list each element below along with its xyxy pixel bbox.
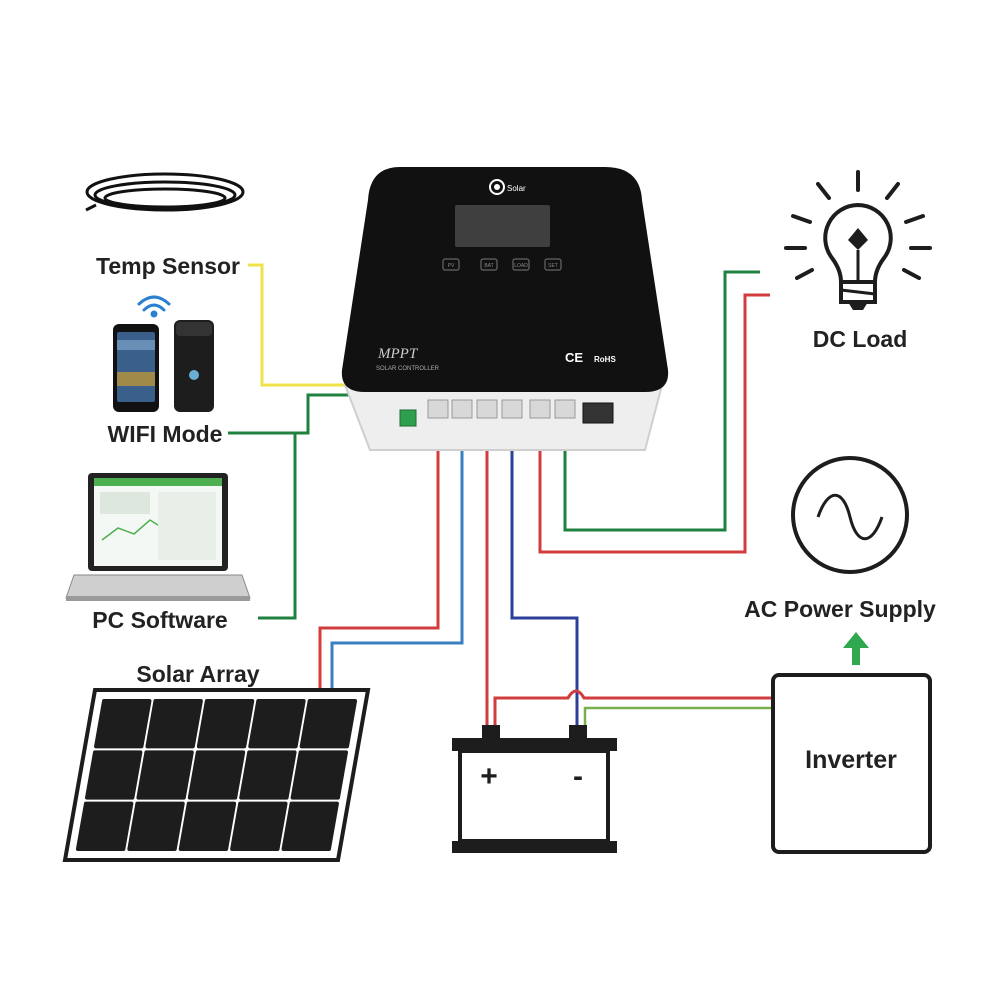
terminal-pv-positive[interactable] [427, 399, 449, 419]
laptop-icon [65, 473, 251, 601]
solar-cell [94, 699, 152, 749]
temp-sensor-cable-icon [85, 172, 245, 212]
light-bulb-icon [784, 170, 932, 310]
battery-lid [452, 738, 617, 751]
solar-cell [136, 750, 194, 800]
sun-logo-icon [489, 179, 505, 195]
up-arrow-icon [843, 632, 869, 665]
controller-screen [455, 205, 550, 247]
wifi-module-icon [174, 320, 214, 412]
controller-button[interactable]: BAT [480, 258, 498, 271]
solar-array: Solar Array [62, 661, 371, 862]
wifi-mode-label: WIFI Mode [108, 421, 223, 447]
solar-cell [299, 699, 358, 749]
controller-face [341, 167, 669, 392]
solar-cell [145, 699, 203, 749]
dc-load: DC Load [784, 170, 932, 352]
controller-model-text: MPPT [377, 346, 419, 362]
terminal-bat-negative[interactable] [501, 399, 523, 419]
solar-positive-wire [318, 425, 440, 690]
pc-software: PC Software [65, 473, 251, 633]
ce-mark: CE [565, 350, 583, 365]
temp-sensor-label: Temp Sensor [96, 253, 240, 279]
solar-cell [85, 750, 143, 800]
smartphone-icon [113, 324, 159, 412]
svg-text:LOAD: LOAD [514, 263, 528, 269]
inverter: Inverter [771, 673, 932, 854]
sine-wave-icon [816, 494, 884, 540]
terminal-load-negative[interactable] [529, 399, 551, 419]
temp-sensor-port[interactable] [399, 409, 417, 427]
solar-cell [248, 699, 306, 749]
controller-logo: Solar [489, 179, 526, 195]
controller-buttons: PV BAT LOAD SET [442, 258, 562, 271]
solar-cell [290, 750, 348, 800]
solar-negative-wire [330, 425, 464, 690]
terminal-pv-negative[interactable] [451, 399, 473, 419]
battery: + - [452, 725, 617, 853]
solar-cells [75, 699, 358, 851]
svg-text:PV: PV [448, 263, 455, 269]
battery-positive-post [482, 725, 500, 738]
wifi-mode: WIFI Mode [108, 295, 223, 447]
pc-software-wire [258, 433, 297, 620]
temp-sensor: Temp Sensor [85, 172, 245, 279]
battery-body [458, 749, 610, 843]
light-rays [784, 170, 932, 280]
controller-subtitle-text: SOLAR CONTROLLER [376, 366, 440, 372]
mppt-controller: Solar PV BAT LOAD SET MPPT SOLAR [341, 167, 669, 451]
load-positive-wire [563, 270, 760, 532]
battery-base [452, 841, 617, 853]
ac-power-supply: AC Power Supply [744, 456, 936, 665]
pc-software-label: PC Software [92, 607, 227, 633]
svg-text:SET: SET [548, 263, 558, 269]
inverter-box [771, 673, 932, 854]
solar-cell [187, 750, 246, 800]
communication-port[interactable] [582, 402, 614, 424]
solar-cell [75, 801, 134, 851]
solar-cell [196, 699, 255, 749]
inverter-positive-wire [493, 689, 802, 725]
svg-text:BAT: BAT [484, 263, 493, 269]
controller-logo-text: Solar [507, 184, 526, 193]
solar-cell [239, 750, 297, 800]
terminal-load-positive[interactable] [554, 399, 576, 419]
battery-negative-post [569, 725, 587, 738]
inverter-label: Inverter [805, 746, 897, 774]
solar-cell [281, 801, 339, 851]
solar-panel-icon [62, 688, 371, 862]
load-negative-wire [538, 293, 770, 554]
solar-cell [178, 801, 237, 851]
wires [228, 263, 802, 725]
battery-plus-sign: + [480, 760, 498, 793]
controller-button[interactable]: SET [544, 258, 562, 271]
battery-minus-sign: - [573, 760, 583, 793]
terminal-bat-positive[interactable] [476, 399, 498, 419]
ac-power-supply-label: AC Power Supply [744, 596, 936, 622]
wifi-signal-icon [137, 295, 171, 318]
solar-cell [127, 801, 185, 851]
controller-terminals [399, 399, 614, 427]
solar-array-label: Solar Array [136, 661, 259, 687]
controller-button[interactable]: LOAD [512, 258, 530, 271]
controller-button[interactable]: PV [442, 258, 460, 271]
battery-negative-wire [510, 425, 579, 725]
inverter-negative-wire [583, 706, 775, 725]
solar-cell [230, 801, 288, 851]
rohs-mark: RoHS [594, 355, 616, 364]
dc-load-label: DC Load [813, 326, 908, 352]
